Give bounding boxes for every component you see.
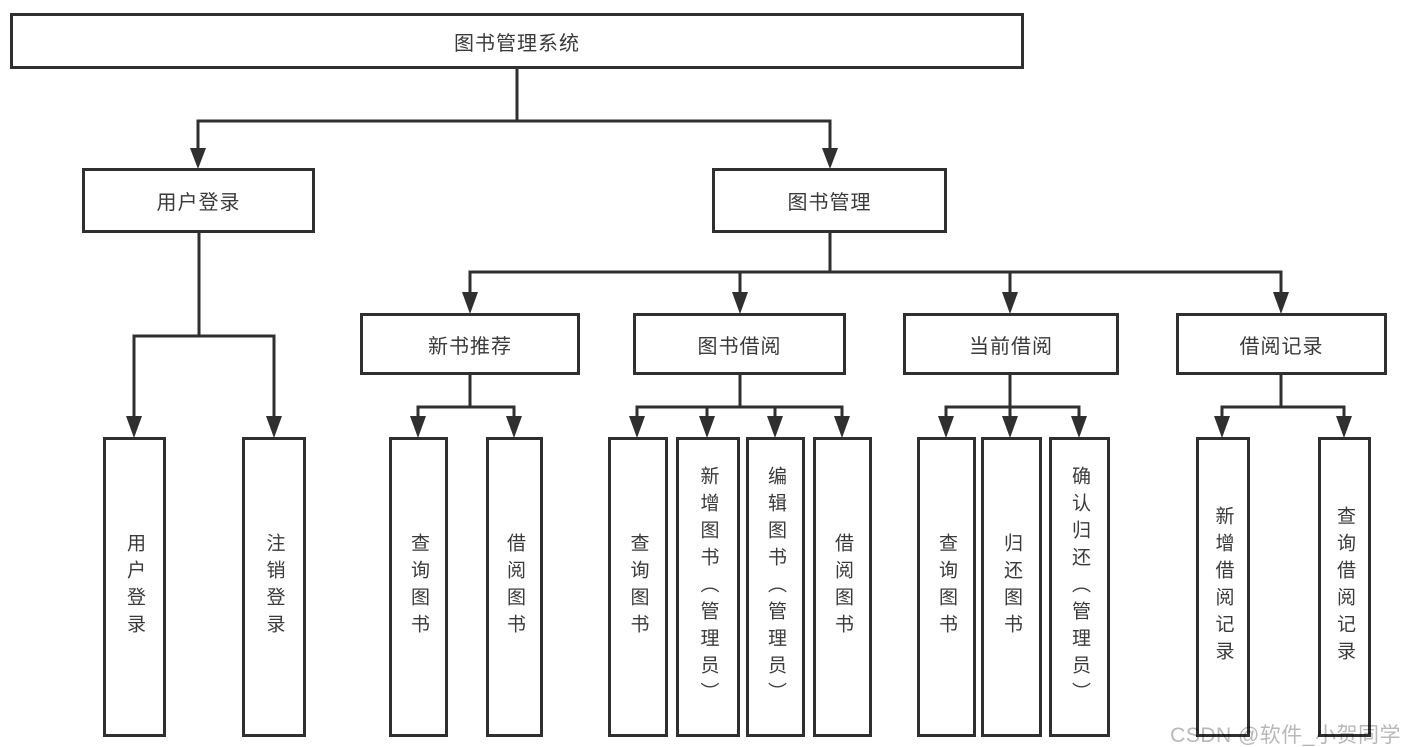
arrow-down — [506, 416, 522, 438]
leaf-recommend-query-books: 查询图书 — [389, 437, 448, 737]
leaf-add-borrow-record: 新增借阅记录 — [1196, 437, 1250, 737]
arrow-down — [834, 416, 850, 438]
node-label: 图书管理 — [787, 192, 872, 214]
connector-root-to-level2 — [196, 69, 832, 150]
node-label: 借阅记录 — [1239, 335, 1324, 358]
arrow-down — [1002, 416, 1018, 438]
leaf-label: 借阅图书 — [504, 533, 525, 641]
arrow-down — [410, 416, 426, 438]
arrow-down — [1002, 292, 1018, 314]
arrow-down — [266, 416, 282, 438]
node-user-login: 用户登录 — [82, 168, 315, 233]
arrow-down — [1273, 292, 1289, 314]
node-new-book-recommendation: 新书推荐 — [360, 313, 580, 375]
node-book-management: 图书管理 — [712, 168, 947, 233]
node-label: 图书管理系统 — [454, 32, 580, 55]
connector-userlogin — [132, 233, 276, 418]
leaf-user-login: 用户登录 — [103, 437, 166, 737]
node-label: 用户登录 — [156, 192, 241, 214]
leaf-label: 编辑图书（管理员） — [765, 465, 786, 709]
connector-current — [944, 375, 1081, 418]
leaf-recommend-borrow-books: 借阅图书 — [486, 437, 543, 737]
leaf-label: 用户登录 — [124, 533, 145, 641]
leaf-label: 查询图书 — [627, 533, 649, 641]
node-label: 当前借阅 — [969, 335, 1053, 358]
node-borrowing-records: 借阅记录 — [1176, 313, 1387, 375]
arrow-down — [699, 416, 715, 438]
leaf-label: 新增图书（管理员） — [697, 465, 719, 709]
csdn-watermark: CSDN @软件_小贺同学 — [1170, 724, 1401, 747]
leaf-label: 查询图书 — [936, 533, 957, 641]
leaf-logout-login: 注销登录 — [242, 437, 306, 737]
arrow-down — [629, 416, 645, 438]
arrow-down — [822, 148, 838, 169]
connector-recommend — [416, 375, 516, 418]
arrow-down — [1071, 416, 1087, 438]
node-label: 新书推荐 — [428, 335, 512, 358]
connector-records — [1220, 375, 1346, 418]
leaf-borrowing-query-books: 查询图书 — [608, 437, 668, 737]
connector-borrowing — [635, 375, 844, 418]
connector-bookmgmt — [468, 233, 1283, 294]
leaf-current-query-books: 查询图书 — [917, 437, 976, 737]
leaf-label: 借阅图书 — [832, 533, 853, 641]
arrow-down — [767, 416, 783, 438]
arrow-down — [126, 416, 142, 438]
leaf-label: 归还图书 — [1001, 533, 1022, 641]
arrow-down — [938, 416, 954, 438]
arrow-down — [462, 292, 478, 314]
leaf-borrowing-borrow-books: 借阅图书 — [813, 437, 872, 737]
node-library-management-system: 图书管理系统 — [10, 13, 1024, 69]
leaf-label: 确认归还（管理员） — [1069, 465, 1090, 709]
leaf-confirm-return-admin: 确认归还（管理员） — [1049, 437, 1110, 737]
arrow-down — [732, 292, 748, 314]
arrow-down — [190, 148, 206, 169]
leaf-label: 新增借阅记录 — [1212, 506, 1234, 668]
leaf-return-books: 归还图书 — [981, 437, 1042, 737]
arrow-down — [1336, 416, 1352, 438]
leaf-label: 查询借阅记录 — [1334, 506, 1355, 668]
leaf-query-borrow-record: 查询借阅记录 — [1318, 437, 1371, 737]
leaf-label: 查询图书 — [408, 533, 429, 641]
leaf-add-books-admin: 新增图书（管理员） — [676, 437, 740, 737]
arrow-down — [1214, 416, 1230, 438]
leaf-edit-books-admin: 编辑图书（管理员） — [746, 437, 805, 737]
node-book-borrowing: 图书借阅 — [633, 313, 846, 375]
node-current-borrowing: 当前借阅 — [903, 313, 1119, 375]
node-label: 图书借阅 — [697, 335, 782, 358]
leaf-label: 注销登录 — [263, 533, 285, 641]
